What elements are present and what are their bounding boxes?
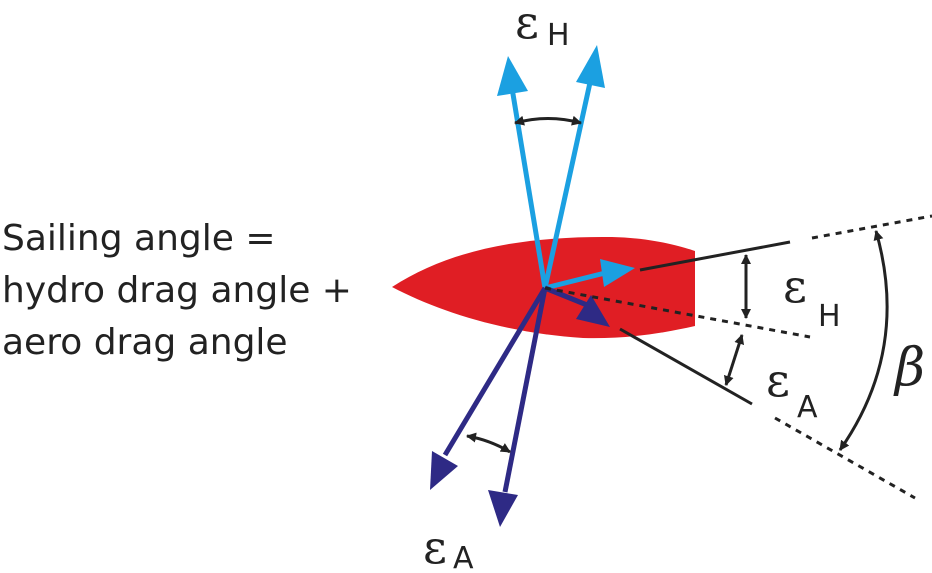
beta-symbol: β [893, 338, 925, 398]
beta-angle-arc [838, 230, 889, 451]
aero-angle-marker [723, 334, 745, 386]
caption-line-2: hydro drag angle + [2, 270, 352, 311]
aero-force-arrows [430, 285, 610, 527]
sailing-angle-caption: Sailing angle = hydro drag angle + aero … [2, 213, 352, 369]
hydro-angle-arc [514, 115, 582, 126]
right-epsilon-a-subscript: A [797, 390, 818, 425]
reference-lines [544, 214, 932, 500]
aero-drag-arrowhead [576, 295, 610, 327]
bottom-epsilon-a-subscript: A [453, 541, 474, 573]
hydro-force-line-right [542, 77, 594, 289]
hydro-reference-line [639, 240, 791, 272]
right-epsilon-a-symbol: ε [766, 353, 790, 407]
bottom-epsilon-a-symbol: ε [423, 520, 447, 573]
aero-force-arrowhead-left [430, 451, 458, 490]
aero-force-arrowhead-right [488, 490, 518, 527]
aero-force-line-left [442, 286, 548, 457]
right-epsilon-h-subscript: H [818, 299, 841, 334]
aero-force-line-right [502, 287, 548, 493]
heading-reference-line [544, 286, 811, 339]
hydro-force-arrowhead-left [497, 56, 528, 96]
right-epsilon-h-symbol: ε [783, 259, 807, 313]
hydro-drag-arrowhead [600, 259, 635, 287]
aero-reference-line [619, 327, 753, 406]
hydro-drag-line [544, 270, 606, 291]
aero-angle-arc [466, 432, 511, 454]
aero-reference-extension [774, 416, 916, 500]
hydro-force-arrowhead-right [576, 45, 605, 88]
aero-drag-line [544, 285, 588, 308]
hydro-reference-extension [811, 214, 932, 240]
caption-line-3: aero drag angle [2, 322, 288, 363]
caption-line-1: Sailing angle = [2, 218, 276, 259]
top-epsilon-h-subscript: H [547, 18, 570, 53]
top-epsilon-h-symbol: ε [515, 0, 539, 49]
